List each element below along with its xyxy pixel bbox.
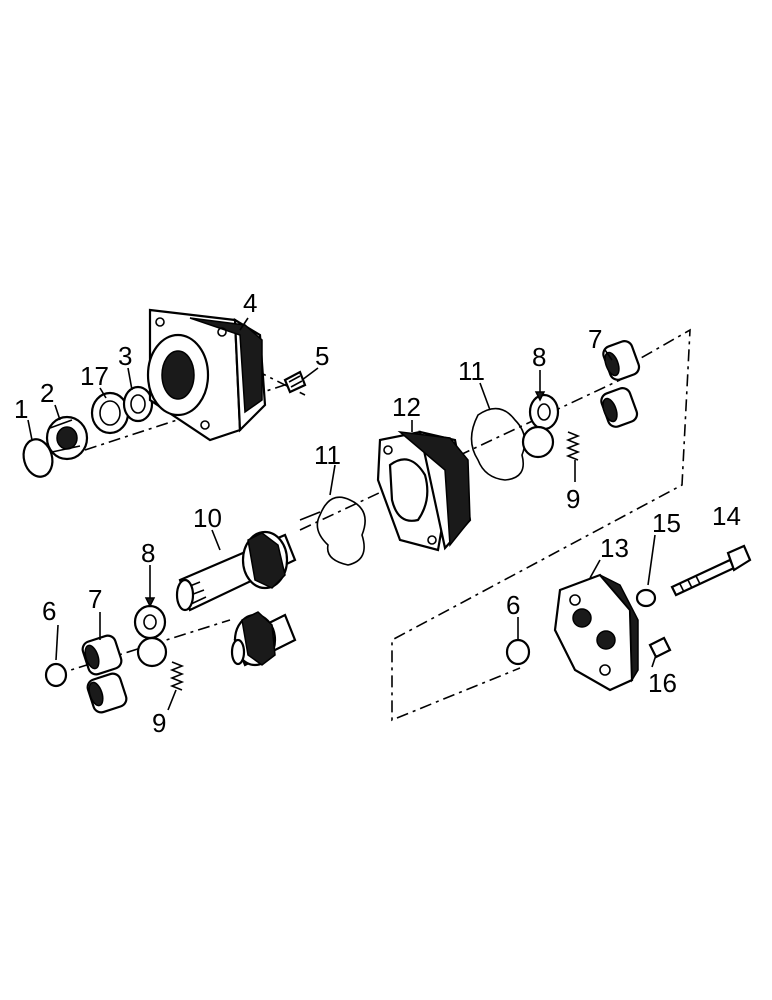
callout-5: 5 <box>315 341 329 371</box>
part-1-snap-ring <box>22 438 54 478</box>
callout-9-upper: 9 <box>566 484 580 514</box>
part-8-wear-plate-upper <box>521 393 560 459</box>
callout-11-lower: 11 <box>314 440 341 470</box>
part-5-plug <box>283 370 307 394</box>
arrow-8-lower <box>144 597 156 608</box>
callout-13: 13 <box>600 533 629 563</box>
part-14-bolt <box>670 544 752 597</box>
callout-1: 1 <box>14 394 28 424</box>
callout-labels: 1 2 17 3 4 5 11 8 7 12 11 9 10 8 15 14 1… <box>14 288 741 738</box>
part-7-bearings-upper <box>600 340 641 428</box>
callout-4: 4 <box>243 288 257 318</box>
callout-10: 10 <box>193 503 222 533</box>
part-9-spring-lower <box>169 661 185 691</box>
part-7-bearings-lower <box>81 634 128 714</box>
part-17-seal <box>90 391 130 435</box>
part-15-washer <box>635 588 657 608</box>
callout-14: 14 <box>712 501 741 531</box>
callout-7-upper: 7 <box>588 324 602 354</box>
callout-6-left: 6 <box>42 596 56 626</box>
part-2-bearing <box>45 415 89 461</box>
callout-2: 2 <box>40 378 54 408</box>
callout-11-upper: 11 <box>458 356 485 386</box>
part-8-wear-plate-lower <box>133 604 168 668</box>
part-3-seal <box>122 385 154 423</box>
callout-17: 17 <box>80 361 109 391</box>
part-11-gasket-right <box>470 407 526 481</box>
callout-12: 12 <box>392 392 421 422</box>
part-idler-gear <box>230 611 297 667</box>
part-10-drive-gear <box>175 530 297 612</box>
part-16-fitting <box>648 636 672 659</box>
callout-leader-lines <box>27 317 657 711</box>
arrow-8-upper <box>534 391 546 402</box>
callout-9-lower: 9 <box>152 708 166 738</box>
callout-3: 3 <box>118 341 132 371</box>
part-4-flange-housing <box>146 308 267 442</box>
part-12-gear-body <box>376 430 472 552</box>
callout-8-lower: 8 <box>141 538 155 568</box>
part-11-gasket-left <box>316 496 366 566</box>
callout-8-upper: 8 <box>532 342 546 372</box>
callout-16: 16 <box>648 668 677 698</box>
part-6-ring-right <box>505 638 531 666</box>
callout-15: 15 <box>652 508 681 538</box>
callout-6-right: 6 <box>506 590 520 620</box>
callout-7-lower: 7 <box>88 584 102 614</box>
part-13-end-cover <box>553 573 639 692</box>
part-6-ring-left <box>44 662 68 688</box>
part-9-spring-upper <box>565 431 581 461</box>
